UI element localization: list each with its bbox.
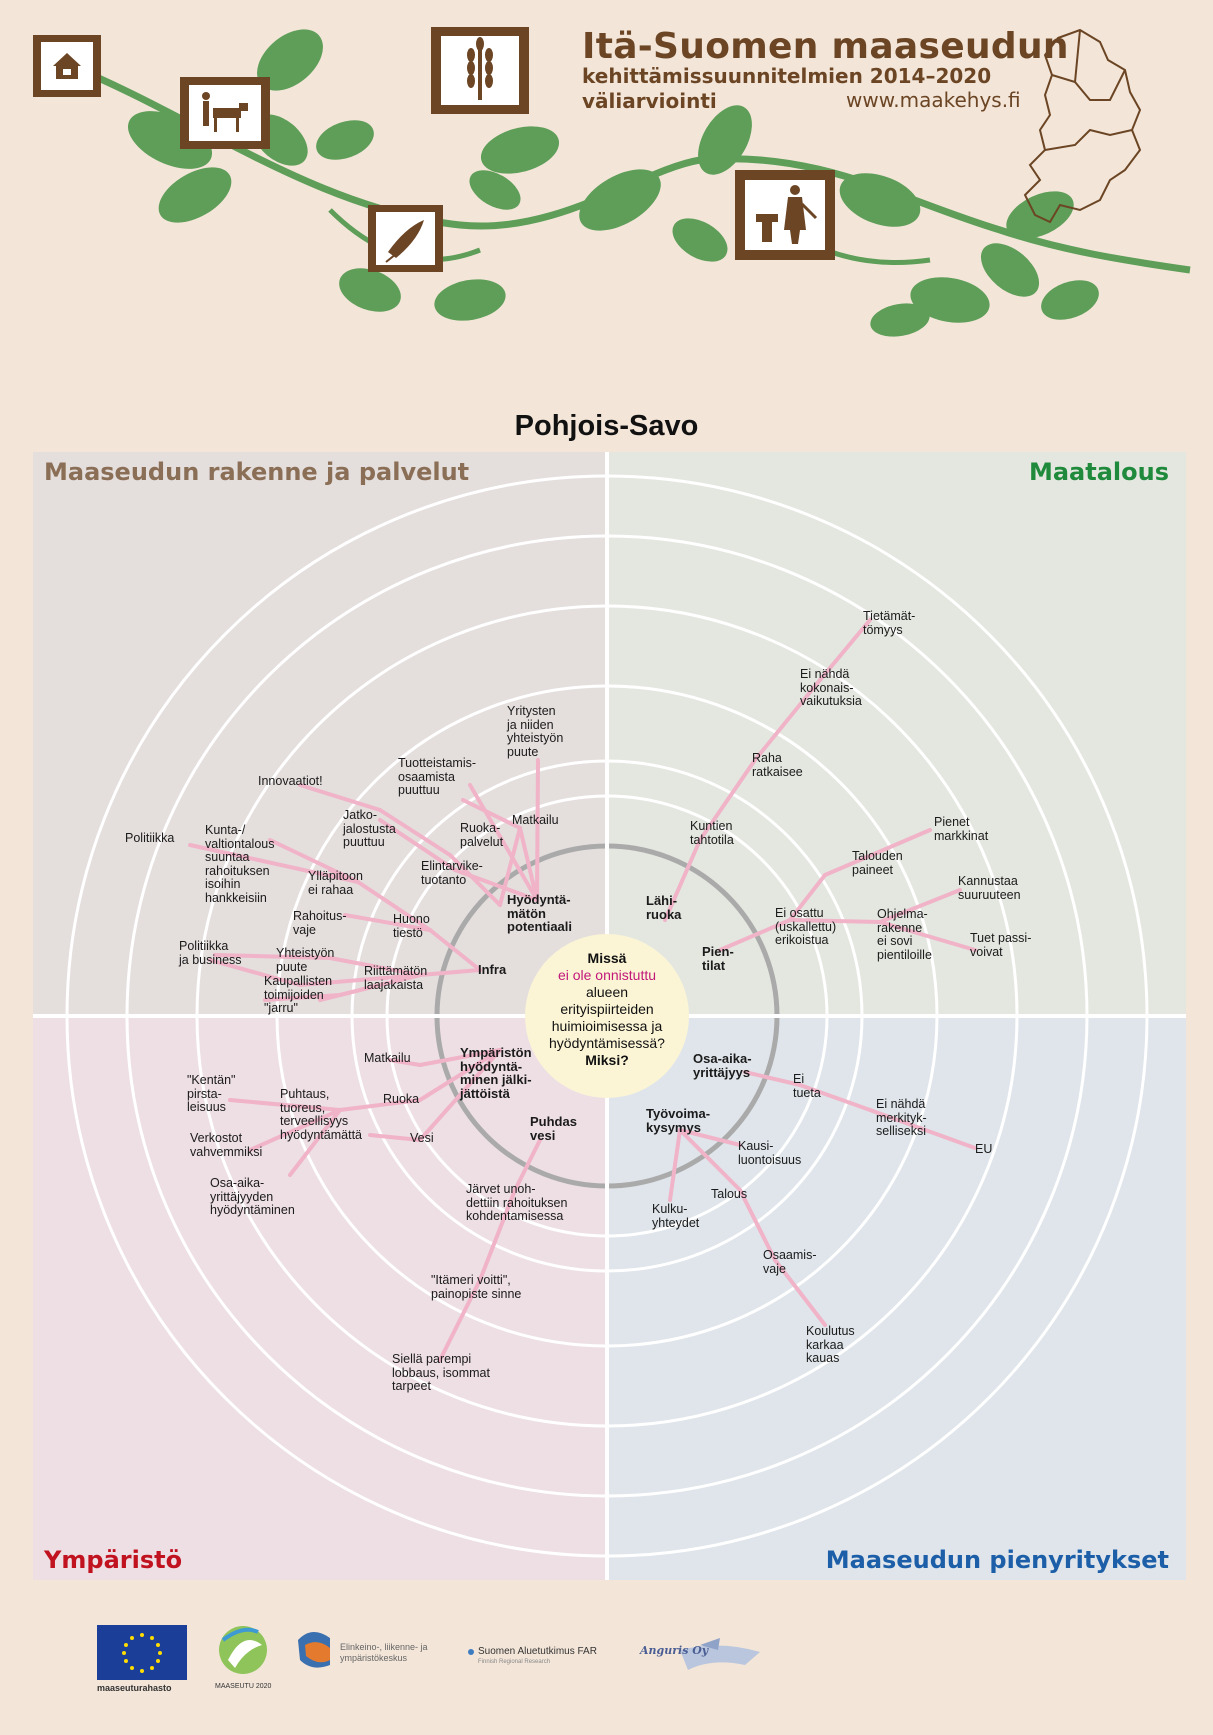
node-ruokapalvelut: Ruoka- palvelut bbox=[460, 821, 504, 849]
node-politiikka-1: Politiikka bbox=[125, 831, 175, 845]
node-siella-parempi: Siellä parempi lobbaus, isommat tarpeet bbox=[392, 1352, 490, 1393]
connector-lines bbox=[188, 618, 977, 1362]
node-kentan-pirstaleisuus: "Kentän" pirsta- leisuus bbox=[187, 1073, 236, 1114]
eu-caption: maaseuturahasto bbox=[97, 1683, 172, 1693]
node-puhdas-vesi: Puhdas vesi bbox=[530, 1114, 577, 1143]
far-caption: Suomen Aluetutkimus FAR bbox=[478, 1646, 597, 1657]
ely-caption: Elinkeino-, liikenne- ja ympäristökeskus bbox=[340, 1642, 428, 1663]
node-talouden-paineet: Talouden paineet bbox=[852, 849, 903, 877]
node-eu: EU bbox=[975, 1142, 993, 1156]
node-puhtaus: Puhtaus, tuoreus, terveellisyys hyödyntä… bbox=[280, 1087, 362, 1142]
node-ohjelmarakenne: Ohjelma- rakenne ei sovi pientiloille bbox=[877, 907, 932, 962]
node-kunta-valtiontalous: Kunta-/ valtiontalous suuntaa rahoitukse… bbox=[205, 823, 275, 905]
node-huono-tiesto: Huono tiestö bbox=[393, 912, 430, 940]
node-koulutus-karkaa: Koulutus karkaa kauas bbox=[806, 1324, 855, 1365]
center-line-3: alueen bbox=[585, 984, 629, 1000]
node-kuntien-tahtotila: Kuntien tahtotila bbox=[690, 819, 734, 847]
node-jarvet: Järvet unoh- dettiin rahoituksen kohdent… bbox=[466, 1182, 568, 1223]
node-osaamisvaje: Osaamis- vaje bbox=[763, 1248, 817, 1276]
header-subtitle-line1: kehittämissuunnitelmien 2014–2020 bbox=[582, 64, 992, 88]
node-tuet-passivoivat: Tuet passi- voivat bbox=[970, 931, 1032, 959]
node-ei-tueta: Ei tueta bbox=[793, 1072, 821, 1100]
node-hyodyntamaton-potentiaali: Hyödyntä- mätön potentiaali bbox=[507, 892, 573, 934]
node-infra: Infra bbox=[478, 962, 507, 977]
node-politiikka-2: Politiikka ja business bbox=[179, 939, 242, 967]
center-line-2: ei ole onnistuttu bbox=[557, 967, 657, 983]
quadrant-title-bottom-left: Ympäristö bbox=[44, 1546, 183, 1574]
center-line-1: Missä bbox=[587, 950, 627, 966]
quadrant-title-top-right: Maatalous bbox=[1028, 458, 1169, 486]
region-title: Pohjois-Savo bbox=[514, 410, 699, 442]
node-verkostot: Verkostot vahvemmiksi bbox=[190, 1131, 263, 1159]
center-line-5: huimioimisessa ja bbox=[551, 1018, 663, 1034]
craftsman-icon bbox=[735, 170, 835, 260]
node-lahiruoka: Lähi- ruoka bbox=[646, 893, 682, 922]
node-ei-nahda-kokonaisvaikutuksia: Ei nähdä kokonais- vaikutuksia bbox=[800, 667, 862, 708]
center-line-7: Miksi? bbox=[585, 1052, 629, 1068]
node-ruoka: Ruoka bbox=[383, 1092, 420, 1106]
node-matkailu-2: Matkailu bbox=[364, 1051, 411, 1065]
fish-icon bbox=[368, 205, 443, 272]
far-subcaption: Finnish Regional Research bbox=[478, 1659, 551, 1665]
node-osa-aika-hyodyntaminen: Osa-aika- yrittäjyyden hyödyntäminen bbox=[210, 1176, 295, 1217]
house-icon bbox=[33, 35, 101, 97]
node-rahoitusvaje: Rahoitus- vaje bbox=[293, 909, 347, 937]
node-innovaatiot: Innovaatiot! bbox=[258, 774, 323, 788]
node-tietamattomyys: Tietämät- tömyys bbox=[863, 609, 916, 637]
maaseutu-2020-logo bbox=[219, 1626, 267, 1674]
node-pienet-markkinat: Pienet markkinat bbox=[934, 815, 989, 843]
center-line-6: hyödyntämisessä? bbox=[549, 1035, 665, 1051]
node-talous: Talous bbox=[711, 1187, 748, 1201]
node-tuotteistamis: Tuotteistamis- osaamista puuttuu bbox=[398, 756, 477, 797]
farmer-cow-icon bbox=[180, 77, 270, 149]
quadrant-title-bottom-right: Maaseudun pienyritykset bbox=[825, 1546, 1169, 1574]
node-raha-ratkaisee: Raha ratkaisee bbox=[752, 751, 803, 779]
node-pientilat: Pien- tilat bbox=[702, 944, 734, 973]
node-yllapitoon: Ylläpitoon ei rahaa bbox=[308, 869, 363, 897]
quadrant-title-top-left: Maaseudun rakenne ja palvelut bbox=[44, 458, 470, 486]
center-question: Missä ei ole onnistuttu alueen erityispi… bbox=[527, 950, 687, 1069]
maaseutu-caption: MAASEUTU 2020 bbox=[215, 1683, 272, 1690]
node-kaupallisten: Kaupallisten toimijoiden "jarru" bbox=[264, 974, 333, 1015]
anguris-caption: Anguris Oy bbox=[640, 1644, 709, 1657]
node-matkailu-1: Matkailu bbox=[512, 813, 559, 827]
far-dot-icon bbox=[468, 1649, 474, 1655]
eastern-finland-map bbox=[1023, 28, 1142, 224]
node-yhteistyon-puute: Yhteistyön puute bbox=[276, 946, 335, 974]
node-elintarvike: Elintarvike- tuotanto bbox=[421, 859, 483, 887]
header-subtitle-line2: väliarviointi bbox=[582, 89, 717, 113]
node-kulkuyhteydet: Kulku- yhteydet bbox=[652, 1202, 700, 1230]
node-kannustaa-suuruuteen: Kannustaa suuruuteen bbox=[958, 874, 1021, 902]
grain-icon bbox=[431, 27, 529, 114]
node-kausiluontoisuus: Kausi- luontoisuus bbox=[738, 1139, 802, 1167]
anguris-logo bbox=[680, 1638, 760, 1670]
header-url[interactable]: www.maakehys.fi bbox=[846, 88, 1021, 112]
header-title: Itä-Suomen maaseudun bbox=[582, 26, 1069, 67]
node-jatkojalostusta: Jatko- jalostusta puuttuu bbox=[343, 808, 396, 849]
node-itameri-voitti: "Itämeri voitti", painopiste sinne bbox=[431, 1273, 522, 1301]
center-line-4: erityispiirteiden bbox=[560, 1001, 654, 1017]
node-vesi: Vesi bbox=[410, 1131, 434, 1145]
node-ei-nahda-merkitykselliseksi: Ei nähdä merkityk- selliseksi bbox=[876, 1097, 927, 1138]
node-ymparisto-hyodyntaminen: Ympäristön hyödyntä- minen jälki- jättöi… bbox=[460, 1045, 532, 1101]
node-yritysten: Yritysten ja niiden yhteistyön puute bbox=[507, 704, 564, 759]
node-osa-aika-yrittajyys: Osa-aika- yrittäjyys bbox=[693, 1051, 752, 1080]
center-disk bbox=[525, 934, 689, 1098]
eu-flag-logo bbox=[97, 1625, 187, 1680]
node-ei-osattu: Ei osattu (uskallettu) erikoistua bbox=[775, 906, 837, 947]
vine-decoration bbox=[78, 29, 1191, 337]
node-riittamaton-laajakaista: Riittämätön laajakaista bbox=[364, 964, 428, 992]
ely-logo bbox=[298, 1631, 330, 1668]
node-tyovoimakysymys: Työvoima- kysymys bbox=[646, 1106, 711, 1135]
